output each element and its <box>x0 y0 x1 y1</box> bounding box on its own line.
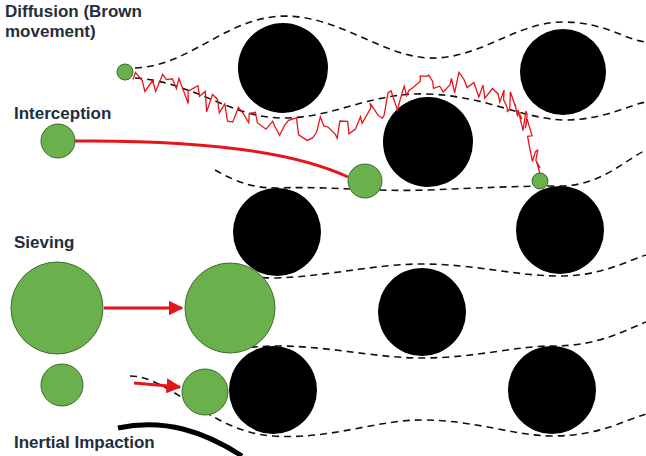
mechanism-label: Interception <box>14 104 154 124</box>
interception-path <box>75 141 348 177</box>
brownian-path <box>133 72 540 174</box>
mechanism-label: Inertial Impaction <box>14 433 184 453</box>
filter-fibers <box>229 23 606 434</box>
impaction-arrow <box>134 383 180 387</box>
particles <box>11 64 548 415</box>
sieving-arrow <box>104 307 182 310</box>
streamlines <box>130 16 646 437</box>
mechanism-label: Diffusion (Brown movement) <box>5 2 170 41</box>
mechanism-label: Sieving <box>14 233 134 253</box>
